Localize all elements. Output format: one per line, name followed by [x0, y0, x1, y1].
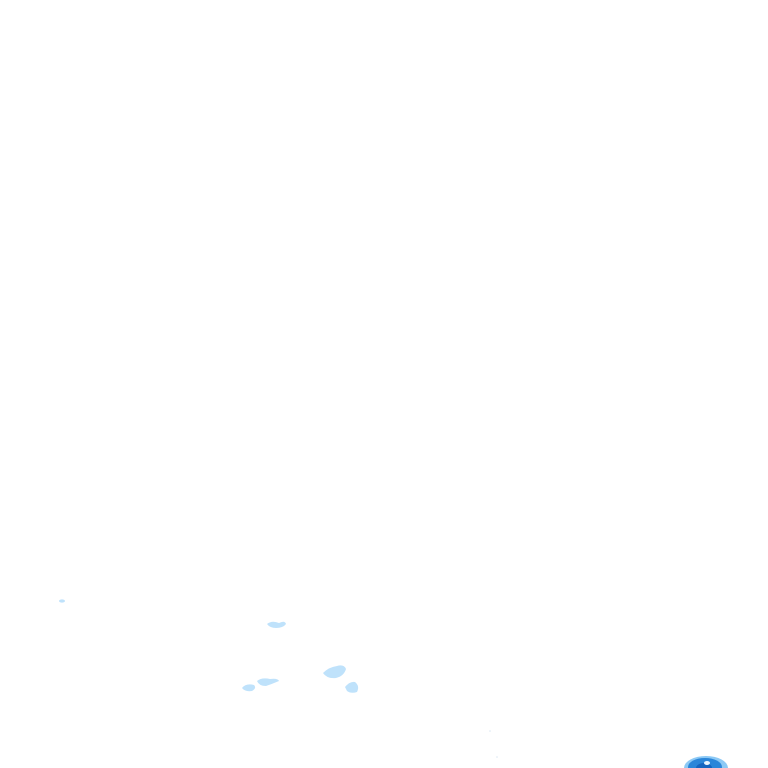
faint-dot-b — [496, 756, 498, 758]
blob-right-cluster-b — [345, 681, 359, 693]
blob-upper-small — [267, 621, 286, 628]
blob-left-cluster-a — [242, 684, 256, 692]
blob-left-cluster-b — [257, 678, 279, 686]
faint-dot-a — [489, 730, 491, 732]
speck-left — [59, 599, 65, 603]
blob-bottom-right — [684, 756, 728, 768]
blob-right-cluster-a — [323, 665, 346, 679]
